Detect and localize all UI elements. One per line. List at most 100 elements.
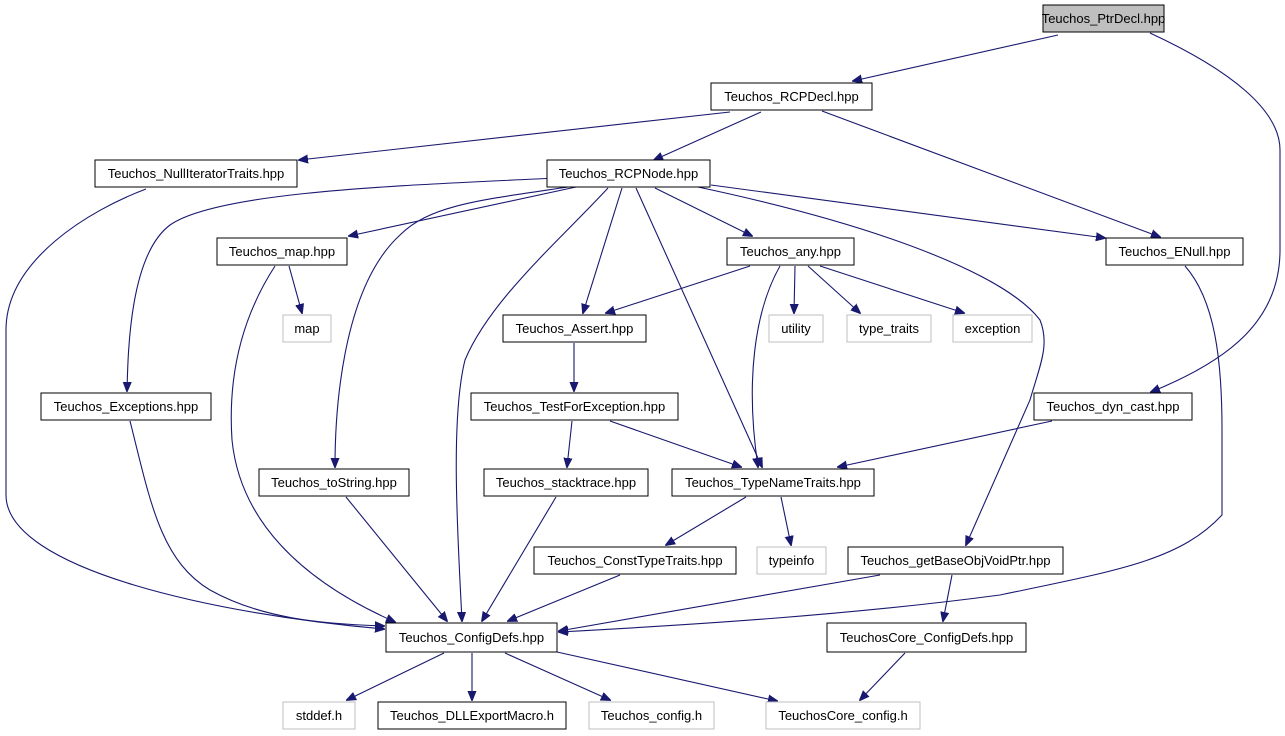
node-dllexport[interactable]: Teuchos_DLLExportMacro.h (377, 701, 567, 730)
node-label: Teuchos_ENull.hpp (1118, 244, 1230, 259)
edge-any-to-type_traits (807, 265, 860, 313)
node-box (1105, 237, 1244, 266)
node-exception: exception (952, 314, 1033, 343)
edge-dyncast-to-typename (838, 420, 1053, 467)
node-coreconfig: TeuchosCore_config.h (765, 701, 921, 730)
node-rcpnode[interactable]: Teuchos_RCPNode.hpp (546, 159, 711, 188)
edge-exceptions-to-configdefs (129, 420, 384, 626)
node-typename[interactable]: Teuchos_TypeNameTraits.hpp (671, 468, 875, 497)
edge-rcpnode-to-enull (710, 184, 1105, 238)
node-stacktrace[interactable]: Teuchos_stacktrace.hpp (483, 468, 649, 497)
edge-nulliter-to-configdefs (5, 188, 384, 629)
node-label: Teuchos_RCPNode.hpp (559, 166, 698, 181)
node-box (502, 314, 647, 343)
node-testforexc[interactable]: Teuchos_TestForException.hpp (470, 392, 679, 421)
edge-typename-to-typeinfo (780, 496, 791, 545)
node-box (846, 314, 932, 343)
node-box (533, 546, 737, 575)
node-box (1042, 4, 1165, 33)
edge-any-to-utility (794, 265, 795, 313)
node-box (470, 392, 679, 421)
edge-enull-to-configdefs (559, 265, 1223, 632)
node-ptrdecl[interactable]: Teuchos_PtrDecl.hpp (1042, 4, 1166, 33)
edge-map_hpp-to-configdefs (230, 265, 395, 622)
node-box (40, 392, 212, 421)
node-box (216, 237, 348, 266)
node-box (710, 82, 873, 111)
node-box (826, 622, 1027, 653)
node-tconfig: Teuchos_config.h (588, 701, 715, 730)
edge-getbase-to-coreconfigdefs (943, 574, 953, 621)
edge-configdefs-to-tconfig (504, 652, 610, 700)
node-enull[interactable]: Teuchos_ENull.hpp (1105, 237, 1244, 266)
node-label: Teuchos_PtrDecl.hpp (1042, 11, 1166, 26)
node-label: Teuchos_NullIteratorTraits.hpp (108, 166, 285, 181)
node-assert[interactable]: Teuchos_Assert.hpp (502, 314, 647, 343)
node-exceptions[interactable]: Teuchos_Exceptions.hpp (40, 392, 212, 421)
edge-getbase-to-configdefs (559, 574, 881, 631)
node-dyncast[interactable]: Teuchos_dyn_cast.hpp (1033, 392, 1193, 421)
edge-rcpnode-to-assert (583, 187, 623, 313)
node-box (546, 159, 711, 188)
node-box (756, 546, 827, 575)
node-utility: utility (768, 314, 824, 343)
node-label: Teuchos_stacktrace.hpp (496, 475, 636, 490)
node-box (726, 237, 855, 266)
node-label: Teuchos_TestForException.hpp (484, 399, 665, 414)
node-tostring[interactable]: Teuchos_toString.hpp (258, 468, 410, 497)
node-label: TeuchosCore_ConfigDefs.hpp (840, 630, 1013, 645)
node-label: Teuchos_ConfigDefs.hpp (399, 630, 544, 645)
edge-coreconfigdefs-to-coreconfig (860, 652, 906, 700)
node-label: stddef.h (296, 708, 342, 723)
node-box (671, 468, 875, 497)
node-stddef: stddef.h (282, 701, 356, 730)
node-label: Teuchos_TypeNameTraits.hpp (685, 475, 861, 490)
node-box (258, 468, 410, 497)
node-label: exception (965, 321, 1021, 336)
edge-rcpdecl-to-nulliter (299, 111, 731, 160)
edge-map_hpp-to-map (288, 265, 302, 313)
node-label: TeuchosCore_config.h (778, 708, 907, 723)
node-box (765, 701, 921, 730)
node-type_traits: type_traits (846, 314, 932, 343)
node-coreconfigdefs[interactable]: TeuchosCore_ConfigDefs.hpp (826, 622, 1027, 653)
node-label: Teuchos_dyn_cast.hpp (1047, 399, 1180, 414)
node-box (847, 546, 1064, 575)
edge-configdefs-to-coreconfig (556, 651, 777, 701)
edge-rcpnode-to-getbase (697, 186, 1045, 545)
edge-ptrdecl-to-dyncast (1150, 32, 1281, 392)
edge-rcpnode-to-exceptions (127, 177, 556, 391)
node-label: map (294, 321, 319, 336)
edge-consttype-to-configdefs (508, 574, 621, 621)
edge-ptrdecl-to-rcpdecl (853, 34, 1059, 81)
node-box (377, 701, 567, 730)
edge-testforexc-to-typename (609, 420, 741, 467)
node-label: Teuchos_any.hpp (740, 244, 841, 259)
node-any[interactable]: Teuchos_any.hpp (726, 237, 855, 266)
node-box (768, 314, 824, 343)
node-label: Teuchos_getBaseObjVoidPtr.hpp (860, 553, 1050, 568)
node-getbase[interactable]: Teuchos_getBaseObjVoidPtr.hpp (847, 546, 1064, 575)
edge-typename-to-consttype (666, 496, 747, 545)
edge-rcpdecl-to-enull (821, 110, 1160, 237)
node-box (1033, 392, 1193, 421)
edge-rcpnode-to-any (654, 187, 752, 236)
node-box (483, 468, 649, 497)
node-label: utility (781, 321, 811, 336)
node-label: typeinfo (769, 553, 815, 568)
node-rcpdecl[interactable]: Teuchos_RCPDecl.hpp (710, 82, 873, 111)
node-label: Teuchos_DLLExportMacro.h (390, 708, 554, 723)
node-configdefs[interactable]: Teuchos_ConfigDefs.hpp (385, 622, 558, 653)
node-consttype[interactable]: Teuchos_ConstTypeTraits.hpp (533, 546, 737, 575)
edge-stacktrace-to-configdefs (482, 496, 557, 621)
edge-any-to-assert (606, 265, 751, 313)
node-box (282, 314, 332, 343)
node-nulliter[interactable]: Teuchos_NullIteratorTraits.hpp (94, 159, 298, 188)
node-map_hpp[interactable]: Teuchos_map.hpp (216, 237, 348, 266)
node-box (94, 159, 298, 188)
edge-rcpdecl-to-rcpnode (654, 111, 762, 160)
node-label: type_traits (859, 321, 919, 336)
node-box (588, 701, 715, 730)
edge-rcpnode-to-map_hpp (349, 186, 577, 236)
